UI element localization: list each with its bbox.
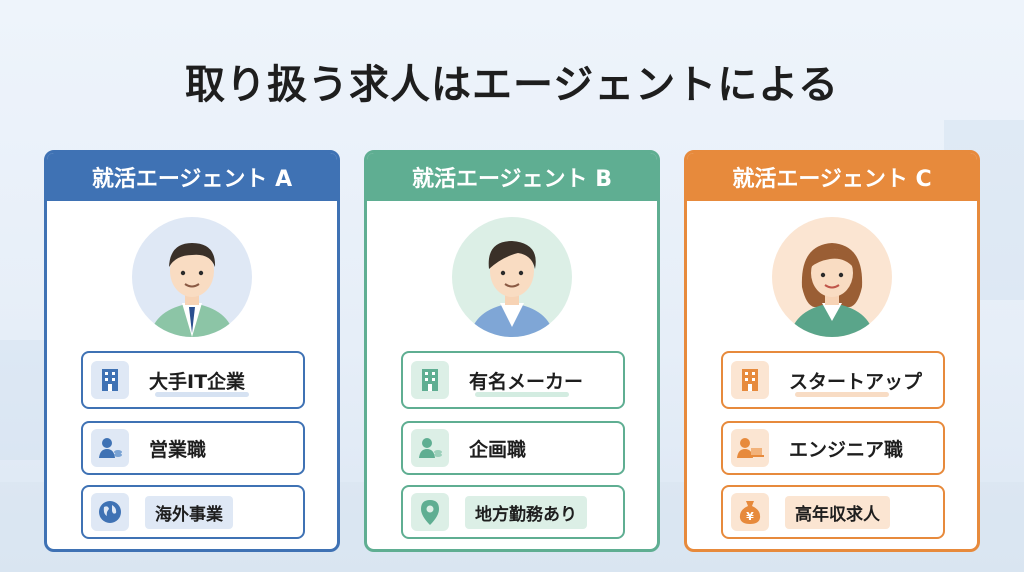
job-label: スタートアップ bbox=[789, 370, 923, 393]
job-item: エンジニア職 bbox=[721, 421, 945, 475]
job-item: 地方勤務あり bbox=[401, 485, 625, 539]
map-pin-icon bbox=[411, 493, 449, 531]
job-item: ¥ 高年収求人 bbox=[721, 485, 945, 539]
accent-bar bbox=[155, 392, 249, 397]
businessman-coins-icon bbox=[411, 429, 449, 467]
agent-card-header: 就活エージェント A bbox=[47, 153, 337, 201]
job-item: 企画職 bbox=[401, 421, 625, 475]
job-item: 大手IT企業 bbox=[81, 351, 305, 409]
job-item: 営業職 bbox=[81, 421, 305, 475]
globe-icon bbox=[91, 493, 129, 531]
svg-text:¥: ¥ bbox=[746, 510, 754, 523]
man-suit-green-icon bbox=[132, 217, 252, 337]
engineer-laptop-icon bbox=[731, 429, 769, 467]
job-label: 高年収求人 bbox=[785, 495, 890, 529]
job-item: 海外事業 bbox=[81, 485, 305, 539]
job-item: スタートアップ bbox=[721, 351, 945, 409]
building-icon bbox=[91, 361, 129, 399]
job-label: 大手IT企業 bbox=[149, 370, 246, 393]
agent-card-header: 就活エージェント B bbox=[367, 153, 657, 201]
job-label: 有名メーカー bbox=[469, 370, 584, 393]
job-label: 企画職 bbox=[469, 438, 527, 461]
building-icon bbox=[731, 361, 769, 399]
money-bag-yen-icon: ¥ bbox=[731, 493, 769, 531]
accent-bar bbox=[475, 392, 569, 397]
job-item: 有名メーカー bbox=[401, 351, 625, 409]
job-label: 海外事業 bbox=[145, 495, 233, 529]
agent-card-b: 就活エージェント B 有名メーカー 企画職 地方勤務あり bbox=[364, 150, 660, 552]
job-label: エンジニア職 bbox=[789, 438, 904, 461]
agent-card-c: 就活エージェント C スタートアップ エンジニア職 ¥ 高年収求人 bbox=[684, 150, 980, 552]
background-shelf-left bbox=[0, 340, 44, 460]
accent-bar bbox=[795, 392, 889, 397]
agent-card-a: 就活エージェント A 大手IT企業 営業職 海外事業 bbox=[44, 150, 340, 552]
woman-suit-green-icon bbox=[772, 217, 892, 337]
page-title: 取り扱う求人はエージェントによる bbox=[185, 62, 839, 108]
building-icon bbox=[411, 361, 449, 399]
businessman-coins-icon bbox=[91, 429, 129, 467]
agent-card-header: 就活エージェント C bbox=[687, 153, 977, 201]
man-casual-blue-icon bbox=[452, 217, 572, 337]
job-label: 営業職 bbox=[149, 438, 207, 461]
job-label: 地方勤務あり bbox=[465, 495, 587, 529]
